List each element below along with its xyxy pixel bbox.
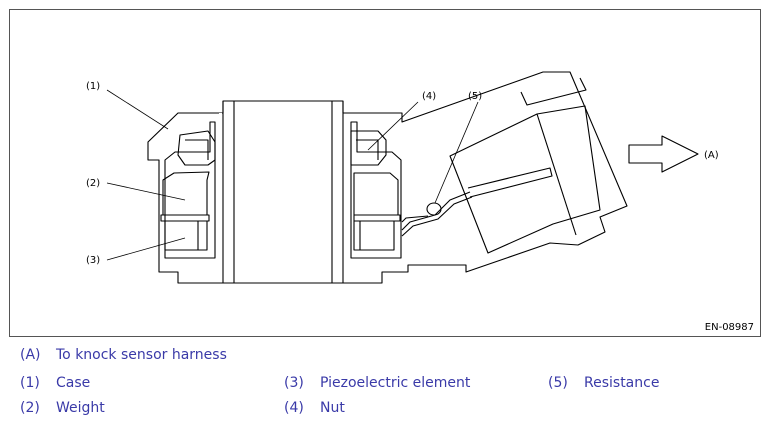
arrow-A: [628, 135, 699, 173]
legend-item: (5)Resistance: [548, 375, 660, 391]
legend-row: (2)Weight (4)Nut: [20, 400, 760, 420]
figure-id: EN-08987: [704, 322, 754, 333]
callout-4: (4): [422, 91, 436, 102]
callout-5: (5): [468, 91, 482, 102]
diagram-frame: (1) (2) (3) (4) (5) (A) EN-08987: [9, 9, 761, 337]
legend-item: (3)Piezoelectric element: [284, 375, 471, 391]
callout-3: (3): [86, 255, 100, 266]
left-nut: [177, 130, 216, 166]
case-outline: [147, 71, 628, 284]
legend-item: (1)Case: [20, 375, 91, 391]
callout-A: (A): [704, 150, 719, 161]
left-piezo: [160, 214, 210, 251]
right-nut: [350, 130, 387, 166]
center-bore: [222, 101, 344, 283]
right-piezo: [353, 214, 401, 251]
connector-housing: [449, 105, 601, 254]
callout-2: (2): [86, 178, 100, 189]
knock-sensor-cross-section: (1) (2) (3) (4) (5) (A): [86, 71, 719, 284]
legend-row: (A)To knock sensor harness: [20, 347, 760, 367]
legend-item: (2)Weight: [20, 400, 105, 416]
resistance: [426, 202, 442, 216]
legend-item: (4)Nut: [284, 400, 345, 416]
legend-item: (A)To knock sensor harness: [20, 347, 227, 363]
right-weight: [353, 172, 399, 216]
left-weight: [162, 171, 210, 216]
legend-row: (1)Case (3)Piezoelectric element (5)Resi…: [20, 375, 760, 395]
connector-slot: [467, 167, 553, 198]
callout-1: (1): [86, 81, 100, 92]
harness-wire: [401, 191, 471, 231]
